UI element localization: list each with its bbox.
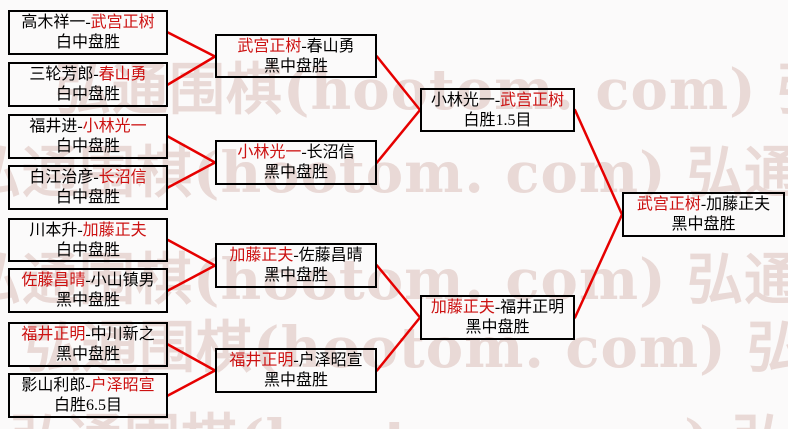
matchup-line: 三轮芳郎-春山勇 [10,65,166,85]
matchup-line: 福井进-小林光一 [10,117,166,137]
match-result: 白中盘胜 [55,34,120,51]
player-name: 影山利郎- [21,377,91,394]
match-box-round1-1: 高木祥一-武宫正树 白中盘胜 [8,10,168,55]
winner-name: 福井正明 [229,352,294,369]
winner-name: 长沼信 [98,169,147,186]
match-result: 黑中盘胜 [263,267,328,284]
player-name: -春山勇 [301,38,355,55]
player-name: -中川新之 [85,326,155,343]
match-box-round2-2: 小林光一-长沼信 黑中盘胜 [215,140,377,185]
match-result: 黑中盘胜 [263,372,328,389]
match-result: 黑中盘胜 [263,58,328,75]
match-box-round1-7: 福井正明-中川新之 黑中盘胜 [8,322,168,367]
match-box-round1-6: 佐藤昌晴-小山镇男 黑中盘胜 [8,268,168,313]
winner-name: 户泽昭宣 [90,377,155,394]
matchup-line: 加藤正夫-福井正明 [422,298,573,318]
watermark-text: 弘通围棋(hootom. com) 弘通围棋(hootom. com) [0,247,788,313]
player-name: 川本升- [29,222,83,239]
player-name: -佐藤昌晴 [293,247,363,264]
matchup-line: 福井正明-户泽昭宣 [217,351,375,371]
winner-name: 武宫正树 [237,38,302,55]
winner-name: 小林光一 [237,144,302,161]
match-box-round1-8: 影山利郎-户泽昭宣 白胜6.5目 [8,373,168,418]
match-result: 白胜6.5目 [53,397,122,414]
match-result: 白中盘胜 [55,138,120,155]
watermark-text: 弘通围棋(hootom. com) 弘通围棋(hootom. com) [25,315,788,381]
match-result: 白中盘胜 [55,189,120,206]
player-name: -福井正明 [494,299,565,316]
winner-name: 小林光一 [82,118,147,135]
matchup-line: 高木祥一-武宫正树 [10,13,166,33]
matchup-line: 佐藤昌晴-小山镇男 [10,271,166,291]
watermark-text: 弘通围棋(hootom. com) 弘通围棋(hootom. com) [10,396,788,429]
match-box-round2-1: 武宫正树-春山勇 黑中盘胜 [215,34,377,78]
player-name: -户泽昭宣 [293,352,363,369]
match-result: 白胜1.5目 [463,112,532,129]
match-result: 黑中盘胜 [55,292,120,309]
player-name: 白江治彦- [29,169,99,186]
watermark-text: 弘通围棋(hootom. com) 弘通围棋(hootom. com) [0,140,788,206]
winner-name: 武宫正树 [90,14,155,31]
player-name: -加藤正夫 [700,196,771,213]
winner-name: 福井正明 [21,326,86,343]
player-name: -长沼信 [301,144,355,161]
match-box-round1-5: 川本升-加藤正夫 白中盘胜 [8,218,168,262]
winner-name: 武宫正树 [500,92,565,109]
winner-name: 加藤正夫 [229,247,294,264]
matchup-line: 川本升-加藤正夫 [10,221,166,241]
match-box-round1-2: 三轮芳郎-春山勇 白中盘胜 [8,62,168,107]
winner-name: 加藤正夫 [430,299,495,316]
matchup-line: 加藤正夫-佐藤昌晴 [217,246,375,266]
matchup-line: 福井正明-中川新之 [10,325,166,345]
match-result: 黑中盘胜 [671,216,736,233]
matchup-line: 武宫正树-春山勇 [217,37,375,57]
player-name: 高木祥一- [21,14,91,31]
winner-name: 佐藤昌晴 [21,272,86,289]
player-name: 三轮芳郎- [29,66,99,83]
winner-name: 春山勇 [98,66,147,83]
matchup-line: 小林光一-武宫正树 [422,91,573,111]
match-box-round1-3: 福井进-小林光一 白中盘胜 [8,114,168,159]
winner-name: 加藤正夫 [82,222,147,239]
match-box-final: 武宫正树-加藤正夫 黑中盘胜 [622,192,785,237]
match-result: 黑中盘胜 [263,164,328,181]
matchup-line: 白江治彦-长沼信 [10,168,166,188]
match-result: 黑中盘胜 [465,319,530,336]
match-result: 白中盘胜 [55,242,120,259]
match-result: 白中盘胜 [55,86,120,103]
match-box-round1-4: 白江治彦-长沼信 白中盘胜 [8,165,168,210]
matchup-line: 小林光一-长沼信 [217,143,375,163]
winner-name: 武宫正树 [636,196,701,213]
matchup-line: 影山利郎-户泽昭宣 [10,376,166,396]
player-name: 小林光一- [430,92,501,109]
player-name: -小山镇男 [85,272,155,289]
match-box-semifinal-1: 小林光一-武宫正树 白胜1.5目 [420,88,575,132]
player-name: 福井进- [29,118,83,135]
matchup-line: 武宫正树-加藤正夫 [624,195,783,215]
match-result: 黑中盘胜 [55,346,120,363]
match-box-round2-3: 加藤正夫-佐藤昌晴 黑中盘胜 [215,243,377,288]
match-box-round2-4: 福井正明-户泽昭宣 黑中盘胜 [215,348,377,393]
match-box-semifinal-2: 加藤正夫-福井正明 黑中盘胜 [420,295,575,340]
